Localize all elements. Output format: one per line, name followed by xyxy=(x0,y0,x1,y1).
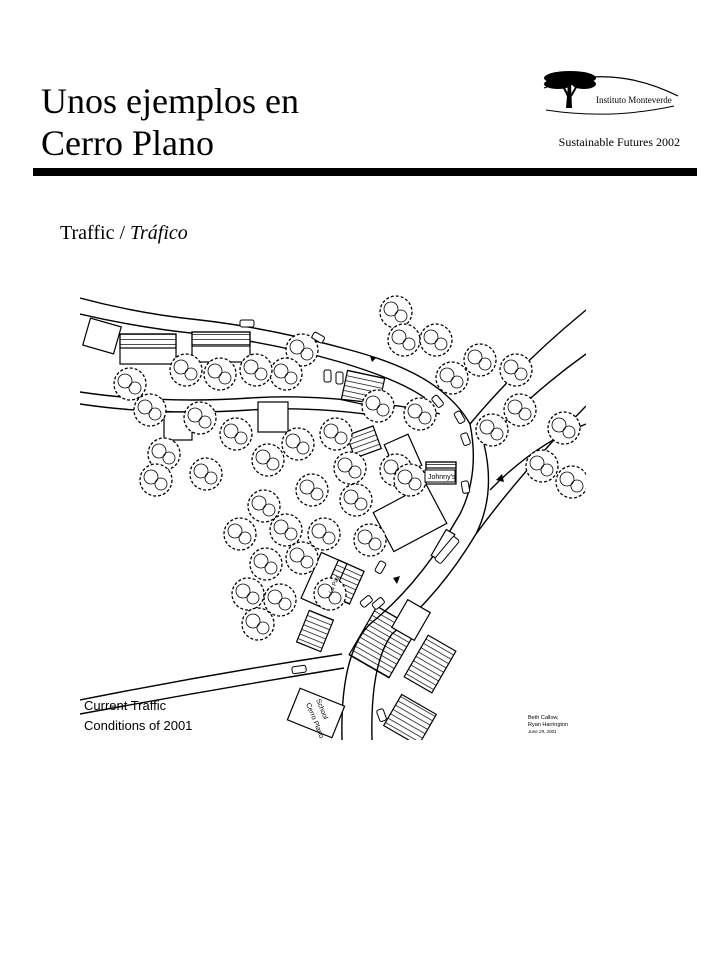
traffic-arrows xyxy=(370,356,504,584)
title-line-2: Cerro Plano xyxy=(41,123,214,163)
title-line-1: Unos ejemplos en xyxy=(41,81,299,121)
instituto-monteverde-logo: Instituto Monteverde xyxy=(543,71,679,115)
section-heading: Traffic / Tráfico xyxy=(60,222,188,245)
section-label-italic: Tráfico xyxy=(130,222,188,244)
header-divider xyxy=(33,168,697,176)
section-label: Traffic / xyxy=(60,222,130,244)
map-credit-line1: Beth Callow, xyxy=(528,715,559,721)
map-caption-line2: Conditions of 2001 xyxy=(84,718,192,733)
tagline: Sustainable Futures 2002 xyxy=(558,135,680,149)
map-credit-line2: Ryan Harrington xyxy=(528,722,568,728)
traffic-map: Johnny's La Paz Cerro Plano School Curre… xyxy=(80,295,586,740)
vehicles xyxy=(239,319,471,722)
map-caption-line1: Current Traffic xyxy=(84,698,167,713)
label-johnnys: Johnny's xyxy=(428,474,456,481)
map-credit-line3: June 29, 2001 xyxy=(527,729,557,734)
page-title: Unos ejemplos en Cerro Plano xyxy=(41,80,299,164)
logo-text: Instituto Monteverde xyxy=(596,95,672,105)
